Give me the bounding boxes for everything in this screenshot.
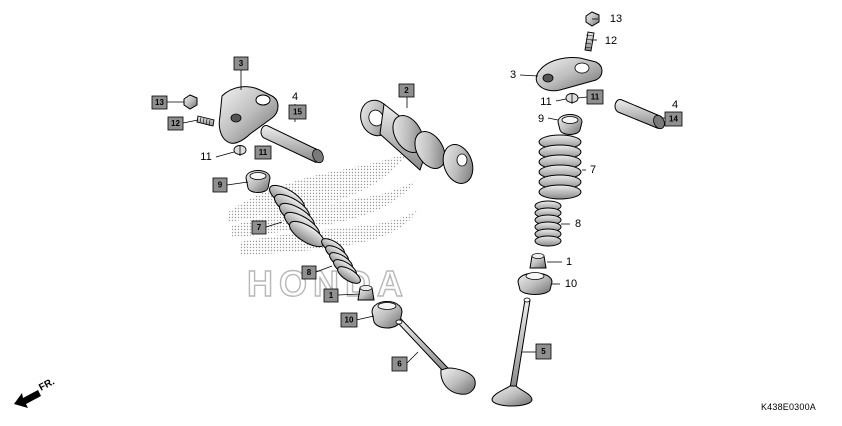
svg-text:5: 5 [541, 347, 546, 356]
adjusting-screw-left [196, 115, 215, 127]
honda-wing-watermark: HONDA [228, 150, 418, 305]
svg-text:11: 11 [591, 93, 600, 102]
callout-9-right: 9 [538, 113, 544, 125]
callout-box-15: 15 [288, 104, 307, 120]
spring-seat-left [371, 301, 403, 329]
stem-seal-right [529, 253, 547, 269]
stem-seal-left [357, 285, 375, 301]
callout-box-11-left: 11 [254, 145, 272, 160]
figure-code: K438E0300A [760, 402, 816, 412]
svg-text:11: 11 [259, 148, 268, 157]
front-direction-label: FR. [37, 376, 57, 393]
intake-valve-right [491, 297, 533, 407]
svg-text:13: 13 [155, 98, 164, 107]
svg-text:10: 10 [345, 316, 354, 325]
callout-box-12-left: 12 [167, 116, 184, 131]
callout-4-right: 4 [672, 99, 678, 111]
plain-callouts: 4 11 13 12 3 11 4 9 7 8 1 10 [200, 13, 678, 290]
rocker-arm-left [218, 86, 279, 144]
svg-text:8: 8 [307, 268, 312, 277]
spring-retainer-right [557, 114, 583, 135]
callout-10-right: 10 [565, 278, 577, 290]
callout-box-3-left: 3 [233, 56, 249, 71]
rocker-arm-right [535, 57, 603, 92]
callout-box-1-left: 1 [323, 288, 339, 303]
svg-text:14: 14 [669, 115, 678, 124]
svg-text:15: 15 [293, 108, 302, 117]
exhaust-valve-left [395, 318, 476, 395]
svg-text:9: 9 [218, 181, 223, 190]
outer-valve-spring-right [538, 134, 582, 200]
svg-text:7: 7 [257, 223, 262, 232]
spring-retainer-left [245, 170, 271, 193]
front-direction-arrow: FR. [14, 376, 57, 408]
spring-seat-right [517, 272, 553, 295]
callout-11-left: 11 [200, 151, 211, 163]
adjusting-nut-left [183, 94, 198, 110]
callout-box-2: 2 [398, 83, 415, 98]
callout-8-right: 8 [575, 218, 581, 230]
valve-cotter-right [565, 93, 579, 104]
callout-13-right: 13 [610, 13, 622, 25]
svg-text:3: 3 [239, 59, 244, 68]
callout-box-7-left: 7 [251, 220, 267, 235]
callout-box-9-left: 9 [212, 177, 228, 193]
outer-valve-spring-left [269, 184, 325, 248]
callout-box-11-right: 11 [586, 89, 604, 105]
callout-3-right: 3 [510, 69, 516, 81]
callout-box-8-left: 8 [301, 265, 317, 280]
inner-valve-spring-left [321, 238, 361, 284]
svg-text:12: 12 [171, 119, 180, 128]
svg-text:1: 1 [329, 291, 334, 300]
callout-11-right: 11 [540, 96, 551, 108]
callout-7-right: 7 [590, 164, 596, 176]
leader-lines [167, 18, 665, 364]
callout-12-right: 12 [605, 35, 617, 47]
callout-1-right: 1 [566, 256, 572, 268]
inner-valve-spring-right [534, 200, 562, 247]
camshaft [360, 99, 474, 184]
callout-4-left: 4 [292, 91, 298, 103]
rocker-shaft-right [614, 99, 665, 130]
rocker-shaft-left [260, 125, 324, 164]
adjusting-screw-right [584, 31, 595, 52]
callout-box-5: 5 [535, 343, 552, 360]
valve-cotter-left [233, 145, 247, 156]
svg-text:6: 6 [397, 360, 402, 369]
callout-box-6: 6 [391, 356, 408, 372]
boxed-callouts: 3 2 15 13 12 11 9 7 8 1 10 6 11 14 5 [151, 56, 683, 372]
callout-box-14: 14 [664, 111, 683, 127]
callout-box-10-left: 10 [340, 312, 358, 328]
callout-box-13-left: 13 [151, 95, 168, 110]
svg-text:2: 2 [404, 86, 409, 95]
